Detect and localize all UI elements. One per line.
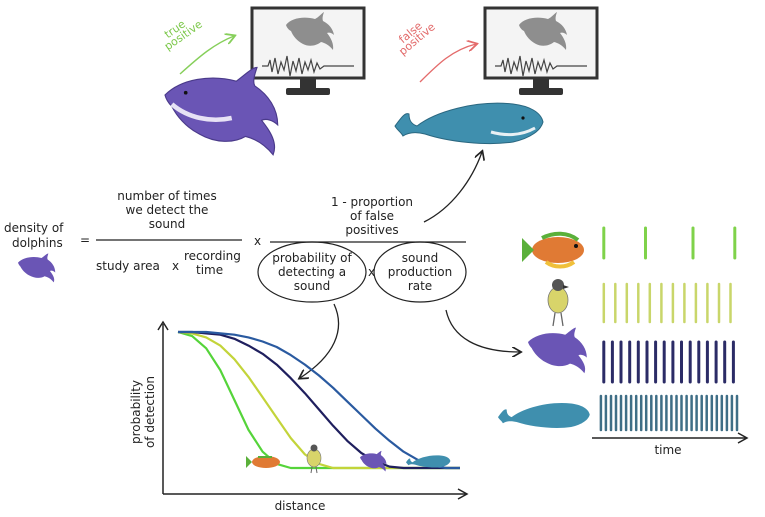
den2-rate-line3: rate xyxy=(408,279,432,293)
monitor-left-base xyxy=(286,88,330,95)
den2-rate-line1: sound xyxy=(402,251,438,265)
det-x-axis-arrow xyxy=(457,488,469,500)
num1-line1: number of times xyxy=(117,189,216,203)
det-y-axis-arrow xyxy=(157,320,169,331)
det-ylabel-line2: of detection xyxy=(143,376,157,448)
curve-dolphin xyxy=(178,330,460,470)
pulse-plot: time xyxy=(498,226,749,457)
monitor-right-neck xyxy=(533,78,549,88)
monitor-left-neck xyxy=(300,78,316,88)
pulse-ticks xyxy=(599,226,739,432)
dolphin-lhs-icon xyxy=(18,253,56,283)
den1-time: time xyxy=(196,263,223,277)
monitor-right-waveform xyxy=(495,55,587,77)
true-positive-arrow xyxy=(179,36,234,75)
circle-sound-production xyxy=(373,241,467,303)
monitor-left xyxy=(250,6,366,95)
den1-study-area: study area xyxy=(96,259,160,273)
arrow-rate-to-pulses xyxy=(445,309,520,352)
den1-recording: recording xyxy=(184,249,241,263)
num2-line3: positives xyxy=(345,223,398,237)
den2-times: x xyxy=(368,265,375,279)
time-axis-arrow xyxy=(737,432,749,444)
arrow-probability-to-plot xyxy=(300,303,340,378)
detection-plot: probability of detection distance xyxy=(129,320,469,513)
det-xlabel: distance xyxy=(275,499,326,513)
pulse-dolphin-icon xyxy=(528,327,587,374)
den2-prob-line2: detecting a xyxy=(278,265,346,279)
curve-whale xyxy=(178,330,460,470)
equation: density of dolphins = number of times we… xyxy=(4,152,520,378)
det-dolphin-icon xyxy=(360,450,387,472)
curve-bird xyxy=(177,330,460,470)
lhs-line2: dolphins xyxy=(12,236,63,250)
circle-probability-detect xyxy=(257,241,367,303)
num2-line1: 1 - proportion xyxy=(331,195,413,209)
den2-prob-line1: probability of xyxy=(272,251,352,265)
monitor-right xyxy=(483,6,599,95)
den2-prob-line3: sound xyxy=(294,279,330,293)
num1-line3: sound xyxy=(149,217,185,231)
det-ylabel-line1: probability xyxy=(129,380,143,444)
dolphin-top-icon xyxy=(164,66,279,156)
den1-times: x xyxy=(172,259,179,273)
monitor-right-base xyxy=(519,88,563,95)
det-bird-icon xyxy=(306,444,322,474)
false-positive-annotation: false positive xyxy=(396,19,476,83)
times-sign: x xyxy=(254,234,261,248)
curve-fish xyxy=(177,330,460,470)
num2-line2: of false xyxy=(350,209,394,223)
det-curves xyxy=(177,330,460,470)
det-fish-icon xyxy=(246,456,280,468)
equals-sign: = xyxy=(80,233,90,247)
false-positive-arrow xyxy=(419,44,476,83)
whale-top-icon xyxy=(394,102,544,145)
true-positive-annotation: true positive xyxy=(162,17,234,75)
pulse-bird-icon xyxy=(547,279,569,327)
det-whale-icon xyxy=(406,455,451,468)
arrow-false-positive-to-whale xyxy=(423,152,482,223)
pulse-fish-icon xyxy=(522,231,584,269)
time-axis-label: time xyxy=(654,443,681,457)
lhs-line1: density of xyxy=(4,221,64,235)
num1-line2: we detect the xyxy=(126,203,209,217)
monitor-left-waveform xyxy=(262,55,354,77)
pulse-whale-icon xyxy=(498,402,590,428)
den2-rate-line2: production xyxy=(388,265,452,279)
